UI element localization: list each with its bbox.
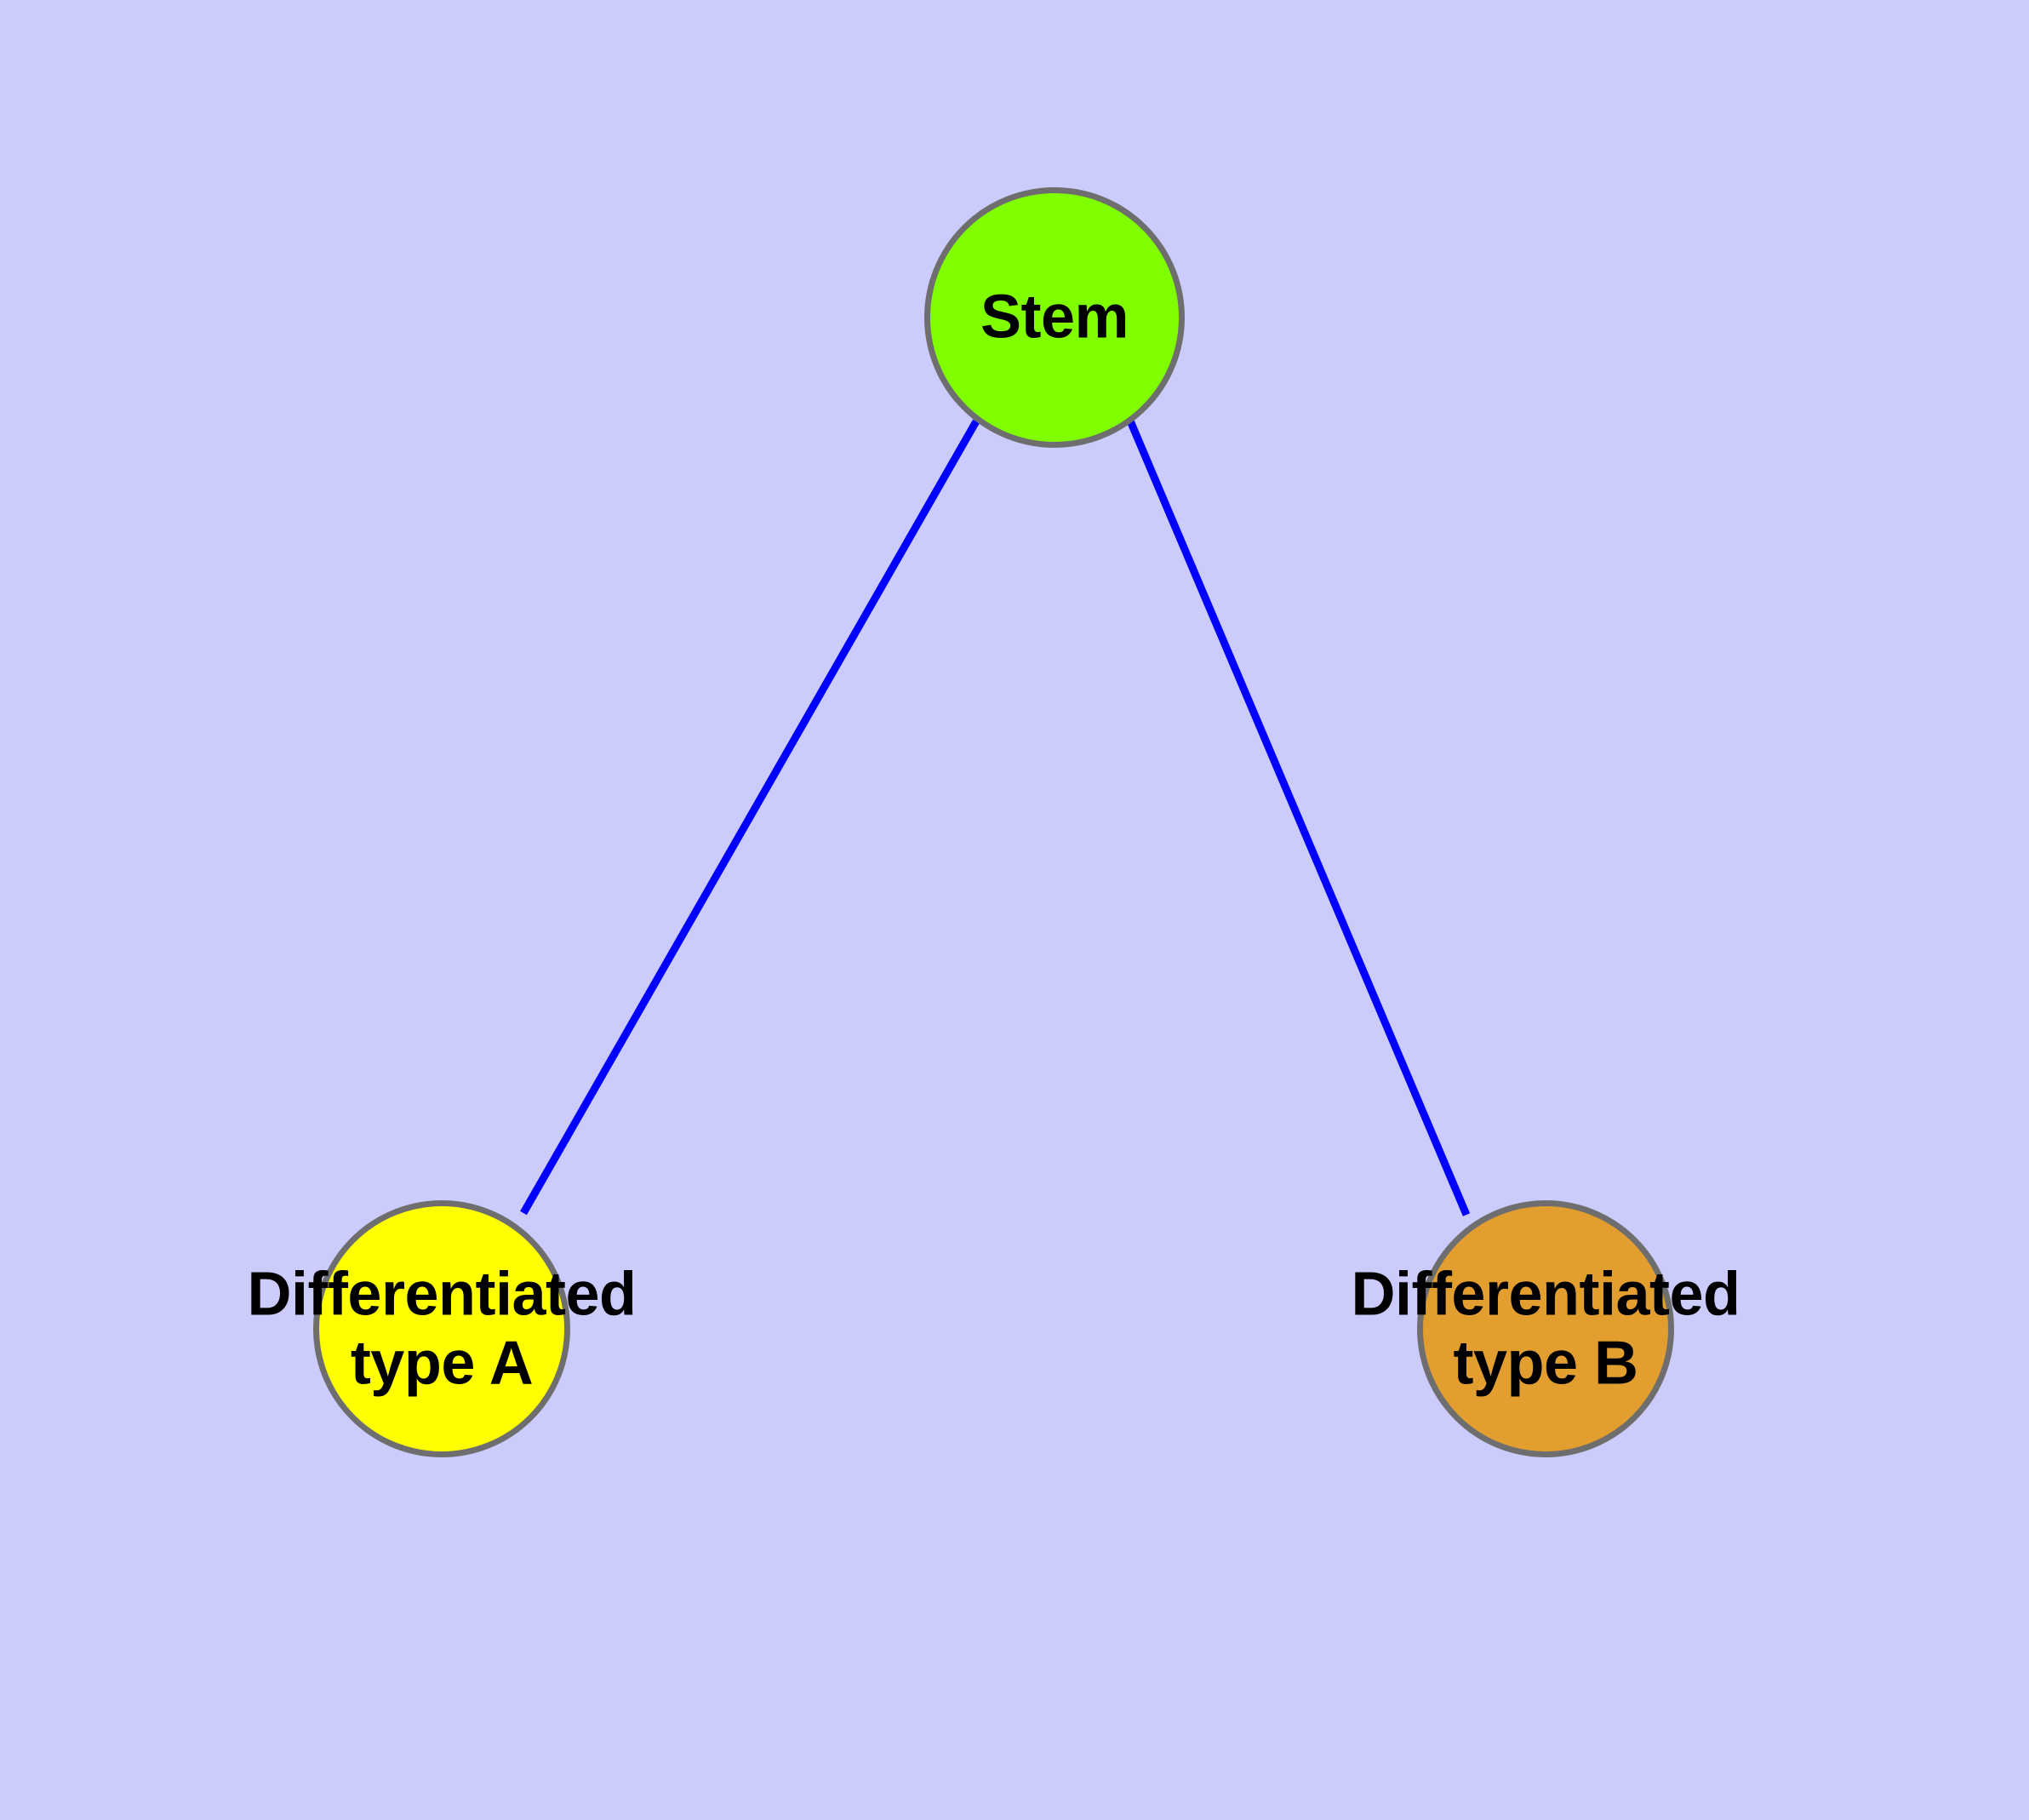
node-differentiated-type-b[interactable] bbox=[1417, 1200, 1674, 1457]
node-label-stem: Stem bbox=[980, 283, 1129, 352]
edge-stem-to-differentiated-type-b[interactable] bbox=[1125, 417, 1471, 1216]
node-differentiated-type-a[interactable] bbox=[313, 1200, 570, 1457]
node-label-differentiated-type-b: Differentiated type B bbox=[1351, 1260, 1740, 1397]
node-label-differentiated-type-a: Differentiated type A bbox=[247, 1260, 637, 1397]
node-stem[interactable] bbox=[924, 187, 1185, 448]
edge-stem-to-differentiated-type-a[interactable] bbox=[520, 419, 980, 1216]
